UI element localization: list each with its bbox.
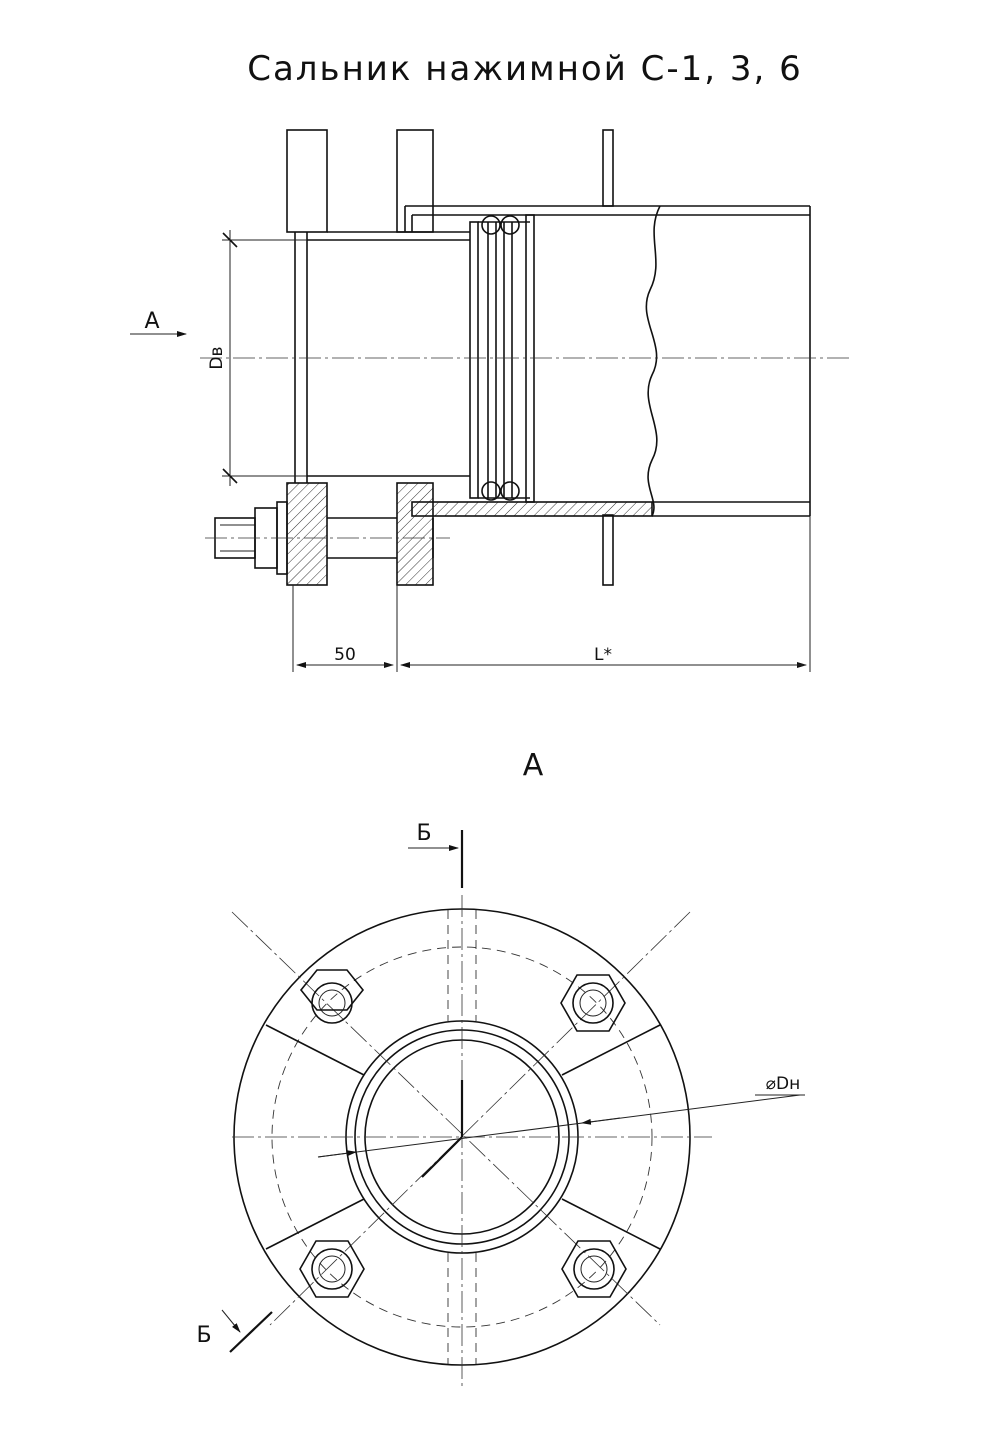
- outer-diameter-label: ⌀Dн: [766, 1074, 800, 1094]
- db-dimension-label: Dв: [207, 346, 227, 369]
- drawing-title: Сальник нажимной С-1, 3, 6: [247, 49, 803, 89]
- width-dimension-label: 50: [334, 645, 356, 665]
- section-label-top: Б: [416, 821, 431, 846]
- nut-top-right: [560, 974, 626, 1032]
- view-a-title: А: [523, 748, 544, 783]
- length-dimension-label: L*: [594, 645, 612, 665]
- view-arrow-label: А: [144, 309, 159, 334]
- side-view: Dв А 50 L*: [130, 129, 850, 672]
- nut-top-left: [299, 969, 365, 1024]
- front-view: Б Б: [196, 821, 805, 1390]
- nut-bottom-right: [561, 1240, 627, 1298]
- section-label-bottom: Б: [196, 1323, 211, 1348]
- nut-bottom-left: [299, 1240, 365, 1298]
